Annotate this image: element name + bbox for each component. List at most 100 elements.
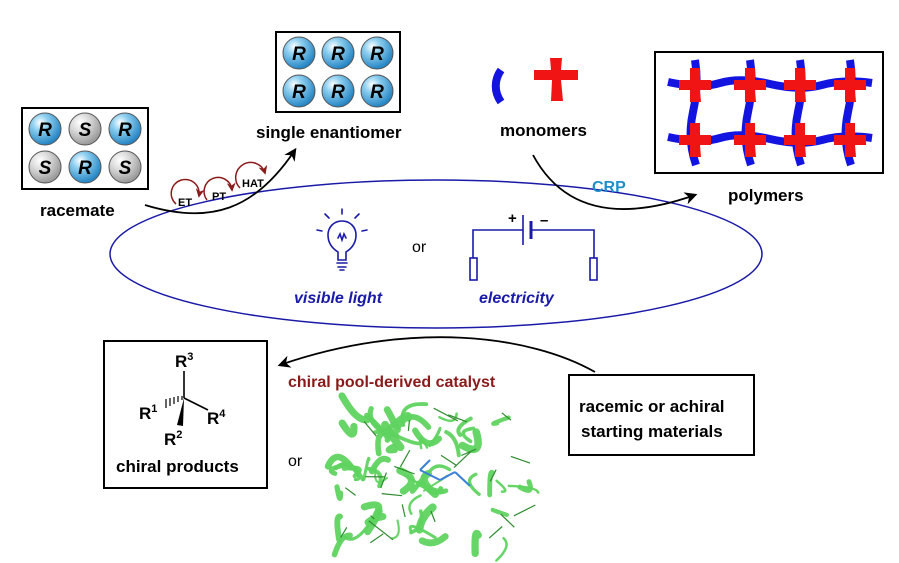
protein-coil-3: [370, 515, 375, 520]
protein-ribbon-50: [390, 519, 400, 540]
racemate-ball-3: [28, 150, 62, 184]
enantiomer-ball-2: [360, 36, 394, 70]
protein-coil-9: [363, 421, 377, 437]
protein-ribbon-59: [438, 412, 458, 423]
protein-coil-24: [440, 454, 457, 467]
polymer-crosslink-1-3: [834, 123, 866, 157]
polymer-crosslink-0-3: [834, 68, 866, 102]
protein-ribbon-10: [458, 428, 482, 454]
monomers-label: monomers: [500, 121, 587, 140]
svg-text:R4: R4: [207, 408, 226, 428]
enantiomer-ball-label-3: R: [292, 82, 306, 103]
battery-plus: +: [508, 210, 517, 227]
cycle-et: ET: [170, 178, 205, 209]
polymer-grid: [667, 59, 873, 167]
racemate-ball-label-1: S: [79, 120, 92, 141]
protein-ribbon-7: [408, 494, 422, 515]
racemate-ball-2: [108, 112, 142, 146]
r3-label: R: [175, 352, 187, 371]
polymer-crosslink-1-1: [734, 123, 766, 157]
crp-label: CRP: [592, 179, 626, 196]
protein-ribbon-46: [395, 414, 432, 430]
starting-materials-box: [568, 374, 755, 456]
protein-ribbon-32: [418, 437, 429, 450]
visible-light-label: visible light: [294, 290, 383, 307]
protein-ribbon-28: [456, 416, 473, 437]
protein-ribbon-26: [517, 479, 533, 493]
protein-ribbon-24: [418, 533, 449, 547]
racemate-ball-0: [28, 112, 62, 146]
protein-ribbon-49: [491, 415, 511, 426]
protein-coil-20: [399, 449, 411, 468]
monomer-blue-icon: [491, 67, 505, 105]
protein-coil-18: [500, 513, 515, 528]
protein-ribbon-45: [385, 443, 398, 454]
enantiomer-ball-0: [282, 36, 316, 70]
protein-ribbon-53: [383, 406, 401, 434]
ligand-bond-2: [454, 471, 471, 487]
protein-coil-21: [501, 412, 512, 421]
polymer-crosslink-1-0: [679, 123, 711, 157]
protein-coil-5: [407, 420, 410, 431]
protein-coil-14: [344, 487, 356, 496]
ligand-bond-0: [419, 469, 441, 481]
svg-text:R2: R2: [164, 429, 182, 449]
monomer-red-icon: [534, 58, 578, 101]
protein-coil-16: [448, 414, 468, 423]
battery-minus: –: [540, 212, 548, 229]
protein-ribbon-52: [408, 524, 437, 540]
step-pt: PT: [212, 191, 226, 203]
protein-ribbon-31: [362, 456, 371, 481]
protein-ribbon-58: [328, 462, 351, 476]
protein-coil-15: [510, 455, 531, 464]
protein-ribbon-47: [338, 419, 358, 438]
cycle-hat: HAT: [234, 161, 268, 190]
starting-line2: starting materials: [581, 422, 723, 441]
catalyst-or: or: [288, 453, 303, 470]
svg-text:R1: R1: [139, 403, 157, 423]
protein-ribbon-29: [334, 513, 343, 543]
step-et: ET: [178, 197, 192, 209]
racemate-ball-1: [68, 112, 102, 146]
protein-ribbon-38: [394, 433, 424, 446]
r1-label: R: [139, 404, 151, 423]
protein-ribbon-1: [495, 479, 507, 493]
protein-ribbon-56: [348, 464, 361, 482]
enantiomer-ball-1: [321, 36, 355, 70]
protein-coil-10: [433, 407, 459, 422]
enantiomer-ball-label-2: R: [370, 44, 384, 65]
chiral-products-box: [103, 340, 268, 489]
electricity-label: electricity: [479, 290, 555, 307]
racemate-ball-label-0: R: [38, 120, 52, 141]
r2-label: R: [164, 430, 176, 449]
protein-ribbon-22: [334, 484, 344, 501]
protein-ribbon-35: [369, 455, 391, 475]
polymer-crosslink-0-0: [679, 68, 711, 102]
r3-sup: 3: [187, 351, 193, 363]
catalyst-label: chiral pool-derived catalyst: [288, 374, 496, 391]
protein-coil-1: [394, 465, 415, 475]
racemate-label: racemate: [40, 201, 115, 220]
protein-ribbon-33: [467, 472, 481, 496]
racemate-ball-label-2: R: [118, 120, 132, 141]
deracemization-arrow: [144, 147, 297, 215]
racemate-ball-5: [108, 150, 142, 184]
catalysis-arrow: [277, 336, 596, 373]
enantiomer-ball-4: [321, 74, 355, 108]
protein-ribbon-44: [487, 469, 495, 498]
svg-text:R3: R3: [175, 351, 193, 371]
enantiomer-ball-5: [360, 74, 394, 108]
step-hat: HAT: [242, 178, 264, 190]
protein-ribbon-9: [427, 464, 452, 474]
protein-ribbon-54: [420, 479, 449, 495]
protein-coil-23: [401, 504, 406, 518]
stereocenter-structure: R3 R1 R4 R2: [139, 351, 226, 449]
protein-coil-7: [369, 533, 384, 544]
enantiomer-ball-label-1: R: [331, 44, 345, 65]
ligand-bond-3: [419, 459, 431, 471]
enantiomer-ball-label-0: R: [292, 44, 306, 65]
enantiomer-label: single enantiomer: [256, 123, 402, 142]
enantiomer-ball-label-4: R: [331, 82, 345, 103]
energy-ellipse: [109, 179, 763, 329]
